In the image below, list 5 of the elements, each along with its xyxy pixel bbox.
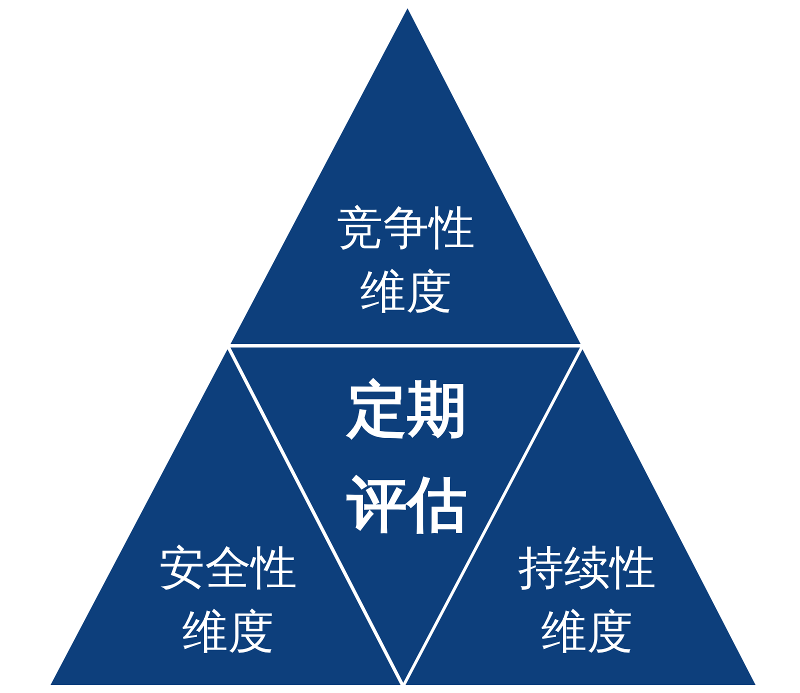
segment-label: 竞争性维度 [336, 200, 476, 321]
triangle-segment [228, 5, 582, 346]
segment-label: 安全性维度 [158, 540, 298, 661]
center-label: 定期评估 [344, 374, 468, 542]
segment-label: 持续性维度 [517, 540, 657, 661]
